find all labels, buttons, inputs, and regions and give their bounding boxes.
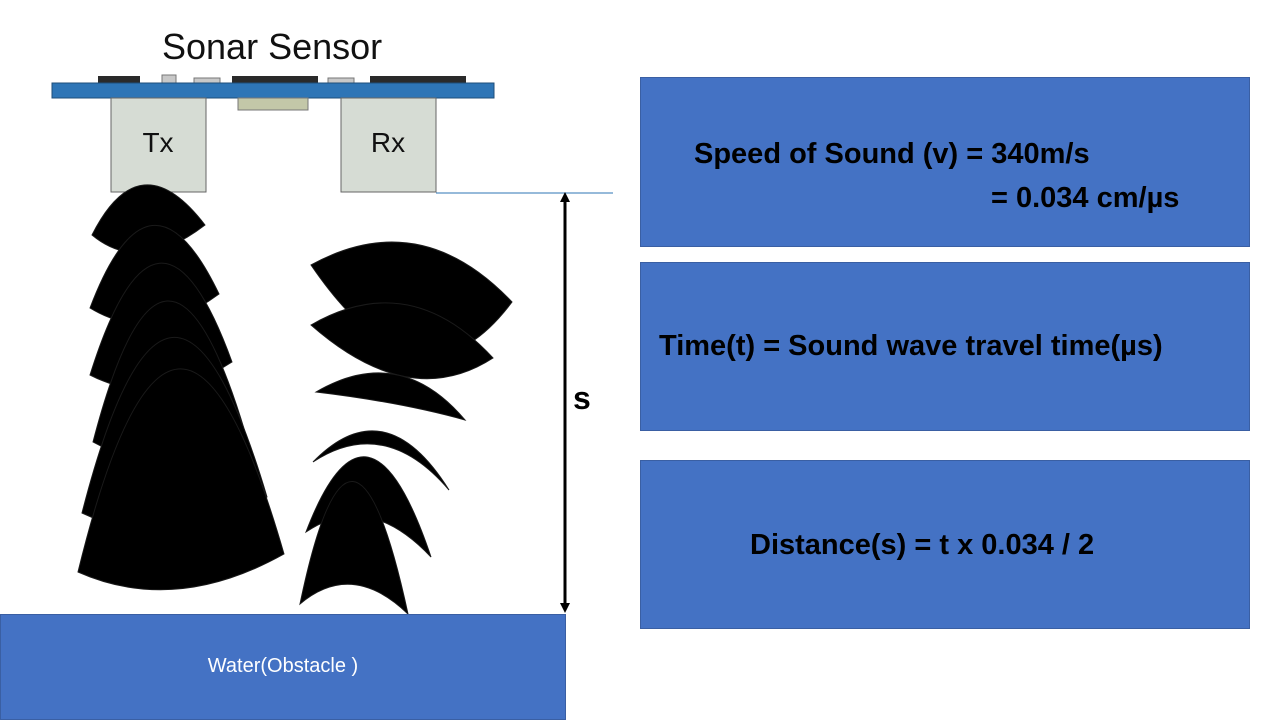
tx-transducer: Tx: [110, 97, 207, 193]
time-line: Time(t) = Sound wave travel time(µs): [659, 330, 1163, 362]
speed-of-sound-box: Speed of Sound (v) = 340m/s = 0.034 cm/µ…: [640, 77, 1250, 247]
tx-wave-6: [77, 368, 285, 591]
rx-wave-4: [312, 430, 450, 491]
speed-line-2: = 0.034 cm/µs: [991, 182, 1180, 214]
sensor-board: [51, 74, 495, 111]
rx-transducer: Rx: [340, 97, 437, 193]
distance-formula-box: Distance(s) = t x 0.034 / 2: [640, 460, 1250, 629]
transmitted-waves: [77, 184, 285, 591]
distance-symbol: s: [573, 380, 591, 416]
obstacle-label: Water(Obstacle ): [207, 655, 359, 677]
tx-label: Tx: [142, 127, 173, 158]
reflected-waves: [299, 241, 513, 616]
time-box: Time(t) = Sound wave travel time(µs): [640, 262, 1250, 431]
diagram-title: Sonar Sensor: [162, 26, 383, 67]
rx-label: Rx: [371, 127, 405, 158]
water-obstacle: Water(Obstacle ): [0, 614, 566, 720]
rx-wave-3: [314, 372, 467, 421]
distance-line: Distance(s) = t x 0.034 / 2: [750, 529, 1095, 561]
rx-wave-6: [299, 481, 409, 616]
speed-line-1: Speed of Sound (v) = 340m/s: [694, 138, 1090, 170]
rx-wave-2: [310, 302, 494, 380]
